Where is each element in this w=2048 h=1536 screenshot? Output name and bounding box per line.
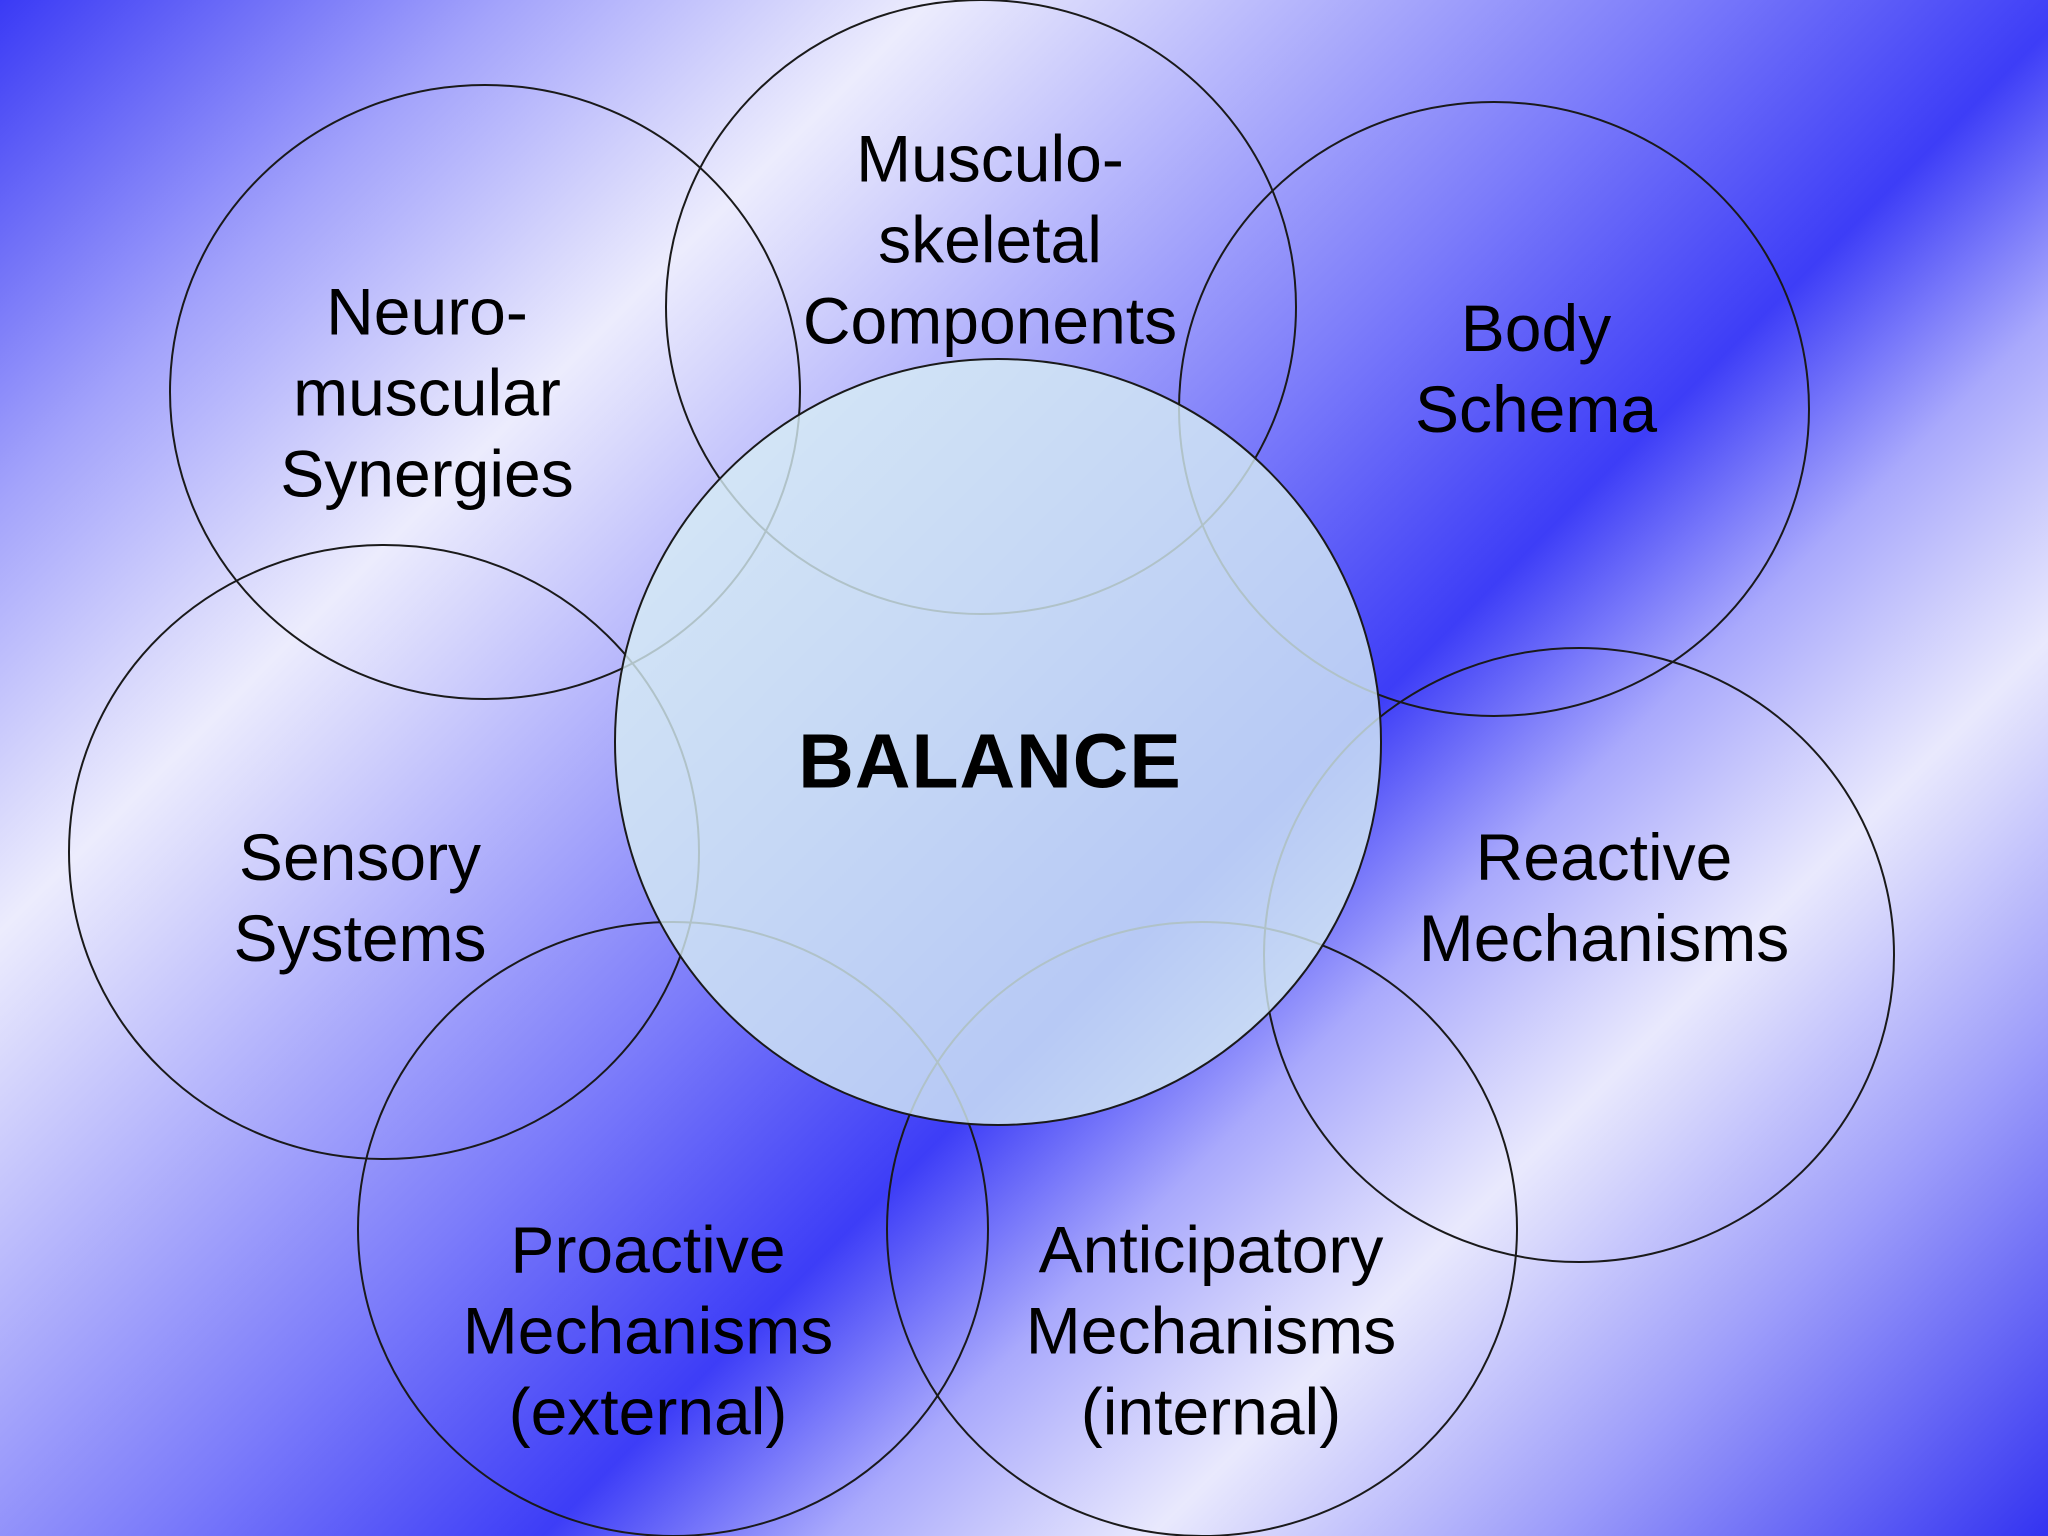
label-body-schema: Body Schema — [1414, 291, 1658, 446]
label-reactive: Reactive Mechanisms — [1418, 820, 1790, 975]
circle-balance — [614, 358, 1382, 1126]
balance-label: BALANCE — [798, 718, 1182, 805]
label-musculoskeletal: Musculo- skeletal Components — [802, 121, 1178, 358]
circle-neuromuscular — [169, 84, 801, 700]
label-proactive: Proactive Mechanisms (external) — [462, 1212, 834, 1449]
label-anticipatory: Anticipatory Mechanisms (internal) — [1025, 1212, 1397, 1449]
label-neuromuscular: Neuro- muscular Synergies — [280, 274, 574, 511]
label-sensory: Sensory Systems — [233, 820, 487, 975]
